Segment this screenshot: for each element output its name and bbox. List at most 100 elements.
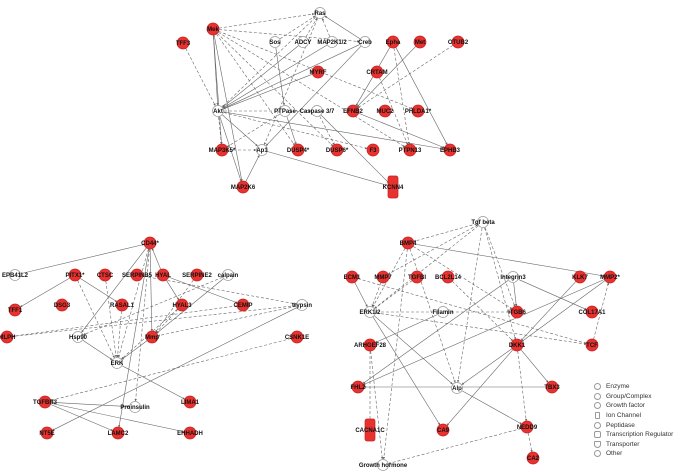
node-rasal1[interactable]: RASAL1 — [110, 298, 135, 312]
node-shape — [206, 22, 220, 36]
node-dsg3[interactable]: DSG3 — [54, 298, 71, 312]
node-ap1[interactable]: Ap1 — [256, 144, 268, 156]
node-label: MMP7 — [374, 275, 392, 281]
node-sos[interactable]: Sos — [269, 36, 281, 48]
edge-epb41l2-cd44 — [20, 243, 145, 274]
edge-integrin-fhl2 — [362, 280, 509, 384]
node-creb[interactable]: Creb — [358, 36, 372, 48]
node-ptpase[interactable]: PTPase — [274, 105, 296, 117]
node-met[interactable]: Met — [413, 35, 427, 49]
node-myrf[interactable]: MYRF — [310, 65, 327, 79]
node-ehhadh[interactable]: EHHADH — [177, 426, 203, 440]
node-mmp7[interactable]: MMP7 — [374, 270, 392, 284]
node-integrin[interactable]: Integrin3 — [500, 271, 526, 283]
node-pitx1[interactable]: PITX1* — [65, 268, 85, 282]
node-ca2[interactable]: CA2 — [526, 451, 540, 465]
node-tff3[interactable]: TFF3 — [176, 36, 191, 50]
node-tbx3[interactable]: TBX3 — [544, 380, 560, 394]
node-dkk1[interactable]: DKK1 — [509, 338, 526, 352]
node-tgfbr3[interactable]: TGFBR3 — [33, 395, 58, 409]
node-serpine2[interactable]: SERPINE2 — [182, 268, 212, 282]
node-shape — [236, 180, 250, 194]
node-shape — [585, 338, 599, 352]
node-csnk1e[interactable]: CSNK1E — [285, 330, 309, 344]
node-map3k5[interactable]: MAP3K5* — [209, 143, 236, 157]
node-shape — [370, 65, 384, 79]
node-ras[interactable]: Ras — [314, 7, 326, 19]
node-cacna1c[interactable]: CACNA1C — [355, 418, 385, 442]
node-efnb2[interactable]: EFNB2 — [343, 104, 363, 118]
node-erk[interactable]: ERK — [111, 357, 124, 369]
node-mmp2[interactable]: MMP2* — [600, 270, 620, 284]
node-cd44[interactable]: CD44* — [141, 236, 159, 250]
node-tgfb[interactable]: Tgf beta — [471, 216, 495, 228]
node-ptpn13[interactable]: PTPN13 — [399, 143, 422, 157]
node-shape — [477, 216, 489, 228]
node-map2k12[interactable]: MAP2K1/2 — [317, 36, 347, 48]
node-muc2[interactable]: MUC2 — [376, 104, 394, 118]
node-ctsc[interactable]: CTSC — [97, 268, 114, 282]
edge-bmp4-gh — [382, 248, 408, 460]
node-alp[interactable]: Alp — [451, 382, 463, 394]
node-erk12[interactable]: ERK1/2 — [359, 306, 381, 318]
edge-mmp7-erk12 — [371, 282, 382, 307]
node-label: CTSC — [97, 273, 114, 279]
node-tcf[interactable]: TCF — [585, 338, 599, 352]
node-epb41l2[interactable]: EPB41L2 — [2, 269, 29, 281]
node-itgb6[interactable]: ITGB6 — [508, 305, 526, 319]
node-label: Mmp — [145, 335, 159, 341]
node-arhgef28[interactable]: ARHGEF28 — [354, 338, 387, 352]
node-ecm1[interactable]: ECM1 — [344, 270, 361, 284]
node-tgfbi[interactable]: TGFBI — [408, 270, 426, 284]
node-akt[interactable]: Akt — [212, 105, 224, 117]
node-label: EFNB2 — [343, 109, 363, 115]
edge-nedd9-ca2 — [527, 432, 533, 453]
node-lima1[interactable]: LIMA1 — [181, 395, 200, 409]
node-crtam[interactable]: CRTAM — [366, 65, 388, 79]
node-fhl2[interactable]: FHL2 — [351, 380, 367, 394]
node-dusp6[interactable]: DUSP6* — [326, 143, 349, 157]
node-mlph[interactable]: MLPH — [0, 330, 16, 344]
node-label: CSNK1E — [285, 335, 309, 341]
node-klk7[interactable]: KLK7 — [572, 270, 588, 284]
node-map2k6[interactable]: MAP2K6 — [231, 180, 256, 194]
node-phlda1[interactable]: PHLDA1* — [405, 104, 432, 118]
node-calpain[interactable]: calpain — [218, 269, 239, 281]
edge-cd44-erk — [117, 248, 149, 358]
node-bmp4[interactable]: BMP4 — [400, 236, 417, 250]
node-hyal3[interactable]: HYAL3 — [172, 298, 192, 312]
node-casp[interactable]: Caspase 3/7 — [300, 105, 335, 117]
node-otub2[interactable]: OTUB2 — [448, 35, 469, 49]
node-shape — [311, 65, 325, 79]
edge-cd44-proins — [134, 248, 150, 402]
node-dusp4[interactable]: DUSP4* — [287, 143, 310, 157]
node-f3[interactable]: F3 — [366, 143, 380, 157]
node-ephb3[interactable]: EPHB3 — [440, 143, 461, 157]
node-col17a1[interactable]: COL17A1 — [578, 305, 606, 319]
node-proins[interactable]: Proinsulin — [120, 401, 150, 413]
node-trypsin[interactable]: trypsin — [292, 299, 312, 311]
edge-bmp4-erk12 — [372, 248, 406, 308]
node-hsp90[interactable]: Hsp90 — [69, 331, 88, 343]
node-ca9[interactable]: CA9 — [436, 423, 450, 437]
edge-tgfb-alp — [457, 227, 483, 383]
node-shape — [236, 298, 250, 312]
node-hyal[interactable]: HYAL — [155, 268, 171, 282]
node-gh[interactable]: Growth hormone — [359, 459, 408, 471]
node-kcnn4[interactable]: KCNN4 — [383, 175, 404, 199]
node-nedd9[interactable]: NEDD9 — [517, 420, 538, 434]
node-tff1[interactable]: TFF1 — [8, 303, 23, 317]
node-mmp[interactable]: Mmp — [145, 330, 159, 344]
node-bcl2l14[interactable]: BCL2L14 — [435, 270, 462, 284]
node-mek[interactable]: Mek — [206, 22, 220, 36]
node-epha[interactable]: Epha — [386, 35, 401, 49]
node-adcy[interactable]: ADCY — [294, 36, 312, 48]
edge-calpain-mmp — [156, 278, 224, 334]
node-nt5e[interactable]: NT5E — [39, 426, 55, 440]
node-serpinb5[interactable]: SERPINB5 — [122, 268, 153, 282]
node-label: COL17A1 — [578, 310, 606, 316]
enzyme-icon — [594, 383, 601, 391]
node-filamin[interactable]: Filamin — [432, 306, 454, 318]
node-lamc2[interactable]: LAMC2 — [108, 426, 129, 440]
node-cemip[interactable]: CEMIP — [233, 298, 253, 312]
